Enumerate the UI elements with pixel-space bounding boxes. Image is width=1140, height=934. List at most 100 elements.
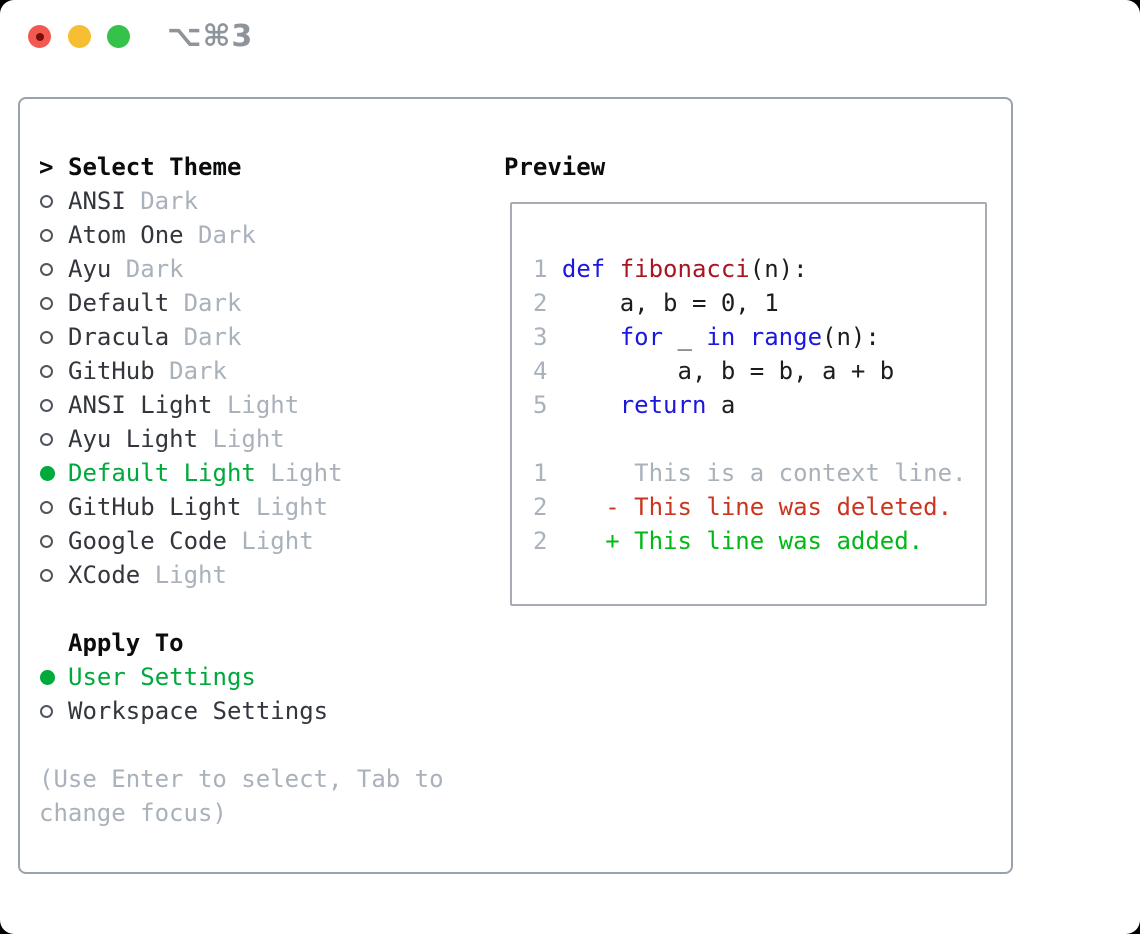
spacer <box>39 728 444 762</box>
code-token: range <box>749 323 823 351</box>
radio-icon <box>40 194 53 208</box>
close-button[interactable] <box>28 25 51 48</box>
code-token: a, b = b, a + b <box>561 357 895 385</box>
zoom-button[interactable] <box>107 25 130 48</box>
radio-icon <box>40 228 53 242</box>
code-token: (n): <box>822 323 880 351</box>
radio-cell <box>39 534 68 548</box>
titlebar: ⌥⌘3 <box>0 0 1140 74</box>
line-number: 3 <box>533 323 562 351</box>
code-line: 1 def fibonacci(n): <box>533 252 985 286</box>
code-line: 4 a, b = b, a + b <box>533 354 985 388</box>
window-shortcut-label: ⌥⌘3 <box>167 19 254 54</box>
radio-cell <box>39 704 68 718</box>
option-tag: Dark <box>198 221 256 249</box>
radio-cell <box>39 432 68 446</box>
theme-option[interactable]: Google Code Light <box>39 524 444 558</box>
apply-option[interactable]: Workspace Settings <box>39 694 444 728</box>
radio-selected-icon <box>40 465 55 481</box>
theme-picker-title: Select Theme <box>68 153 242 181</box>
theme-option[interactable]: XCode Light <box>39 558 444 592</box>
line-number: 2 <box>533 289 562 317</box>
code-line: 3 for _ in range(n): <box>533 320 985 354</box>
radio-cell <box>39 465 68 481</box>
apply-to-title: Apply To <box>68 629 184 657</box>
option-tag: Dark <box>183 289 242 317</box>
option-label: GitHub Light <box>68 493 242 521</box>
code-token <box>562 391 620 419</box>
radio-icon <box>40 432 53 446</box>
line-number: 2 <box>533 527 548 555</box>
code-token: - This line was deleted. <box>547 493 953 521</box>
option-tag: Light <box>226 391 300 419</box>
radio-icon <box>40 364 53 378</box>
code-token: for <box>619 323 664 351</box>
radio-icon <box>40 568 53 582</box>
radio-cell <box>39 262 68 276</box>
theme-option[interactable]: Dracula Dark <box>39 320 444 354</box>
radio-cell <box>39 669 68 685</box>
minimize-button[interactable] <box>68 25 91 48</box>
option-label: ANSI Light <box>68 391 213 419</box>
code-token: (n): <box>749 255 808 283</box>
line-number: 4 <box>533 357 562 385</box>
option-label: Atom One <box>68 221 184 249</box>
radio-icon <box>40 534 53 548</box>
theme-option[interactable]: ANSI Light Light <box>39 388 444 422</box>
radio-cell <box>39 568 68 582</box>
option-tag: Light <box>241 527 314 555</box>
option-label: ANSI <box>68 187 126 215</box>
option-tag: Dark <box>169 357 227 385</box>
preview-title: Preview <box>504 153 606 181</box>
option-tag: Light <box>212 425 285 453</box>
theme-picker-header: > Select Theme <box>39 150 444 184</box>
apply-option[interactable]: User Settings <box>39 660 444 694</box>
radio-icon <box>40 704 53 718</box>
radio-cell <box>39 194 68 208</box>
code-token <box>735 323 749 351</box>
code-token: _ <box>663 323 707 351</box>
option-label: Dracula <box>68 323 170 351</box>
line-number: 5 <box>533 391 562 419</box>
code-token: in <box>706 323 736 351</box>
hint-text: (Use Enter to select, Tab to change focu… <box>39 765 444 827</box>
code-token: This is a context line. <box>547 459 967 487</box>
option-label: XCode <box>68 561 141 589</box>
code-token: a <box>706 391 736 419</box>
code-token: fibonacci <box>619 255 750 283</box>
line-number: 1 <box>533 255 562 283</box>
prompt-cell: > <box>39 150 68 184</box>
spacer <box>39 592 444 626</box>
theme-option[interactable]: Atom One Dark <box>39 218 444 252</box>
radio-icon <box>40 262 53 276</box>
preview-header: Preview <box>504 150 605 184</box>
option-label: Ayu <box>68 255 112 283</box>
radio-cell <box>39 296 68 310</box>
radio-cell <box>39 330 68 344</box>
radio-cell <box>39 398 68 412</box>
code-token: + This line was added. <box>547 527 924 555</box>
option-label: Google Code <box>68 527 227 555</box>
line-number: 2 <box>533 493 548 521</box>
radio-icon <box>40 330 53 344</box>
code-token: def <box>561 255 620 283</box>
radio-cell <box>39 500 68 514</box>
code-line: 2 + This line was added. <box>533 524 985 558</box>
option-tag: Dark <box>183 323 242 351</box>
close-dot-icon <box>35 32 44 41</box>
option-tag: Light <box>154 561 227 589</box>
